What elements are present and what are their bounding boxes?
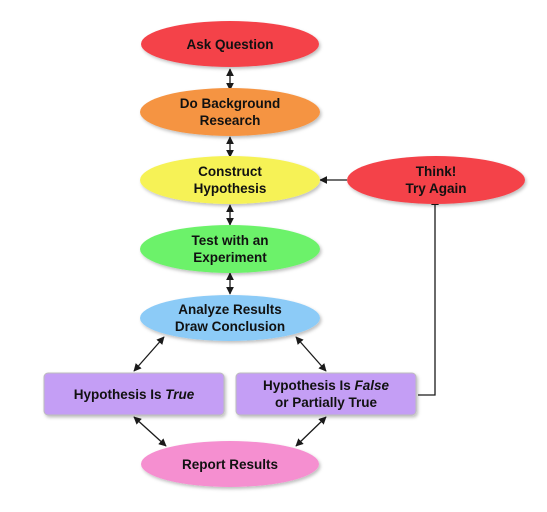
connector-false-think: [418, 197, 439, 396]
analyze-results-label-line2: Draw Conclusion: [175, 319, 285, 334]
connector-analyze-true: [133, 336, 165, 372]
node-report-results: Report Results: [141, 441, 319, 487]
node-construct-hypothesis: Construct Hypothesis: [140, 156, 320, 204]
hypothesis-false-label-line2: or Partially True: [275, 395, 378, 410]
think-try-again-shape: [347, 156, 525, 204]
ask-question-label: Ask Question: [186, 37, 273, 52]
node-ask-question: Ask Question: [141, 21, 319, 67]
node-background-research: Do Background Research: [140, 88, 320, 136]
hypothesis-true-label-emphasis: True: [165, 387, 195, 402]
test-experiment-label-line2: Experiment: [193, 250, 267, 265]
hypothesis-false-label-line1: Hypothesis Is False: [263, 378, 390, 393]
analyze-results-label-line1: Analyze Results: [178, 302, 282, 317]
background-research-shape: [140, 88, 320, 136]
analyze-results-shape: [140, 295, 320, 341]
hypothesis-true-shape: [43, 372, 225, 416]
hypothesis-false-shape: [235, 372, 417, 416]
background-research-label-line2: Research: [200, 113, 261, 128]
background-research-label-line1: Do Background: [180, 96, 281, 111]
node-think-try-again: Think! Try Again: [347, 156, 525, 204]
construct-hypothesis-label-line2: Hypothesis: [194, 181, 267, 196]
connector-true-report: [133, 416, 167, 447]
think-try-again-label-line2: Try Again: [405, 181, 466, 196]
hypothesis-true-label-prefix: Hypothesis Is: [74, 387, 166, 402]
test-experiment-label-line1: Test with an: [191, 233, 268, 248]
report-results-label: Report Results: [182, 457, 278, 472]
hypothesis-false-label-prefix: Hypothesis Is: [263, 378, 355, 393]
hypothesis-false-label-emphasis: False: [355, 378, 390, 393]
construct-hypothesis-label-line1: Construct: [198, 164, 262, 179]
node-analyze-results: Analyze Results Draw Conclusion: [140, 295, 320, 341]
report-results-shape: [141, 441, 319, 487]
construct-hypothesis-shape: [140, 156, 320, 204]
node-hypothesis-true: Hypothesis Is True: [43, 372, 225, 416]
connectors: [133, 68, 439, 447]
hypothesis-true-label: Hypothesis Is True: [74, 387, 195, 402]
test-experiment-shape: [140, 225, 320, 273]
node-hypothesis-false: Hypothesis Is False or Partially True: [235, 372, 417, 416]
connector-analyze-false: [295, 336, 327, 372]
connector-false-report: [295, 416, 327, 447]
think-try-again-label-line1: Think!: [416, 164, 457, 179]
ask-question-shape: [141, 21, 319, 67]
node-test-experiment: Test with an Experiment: [140, 225, 320, 273]
